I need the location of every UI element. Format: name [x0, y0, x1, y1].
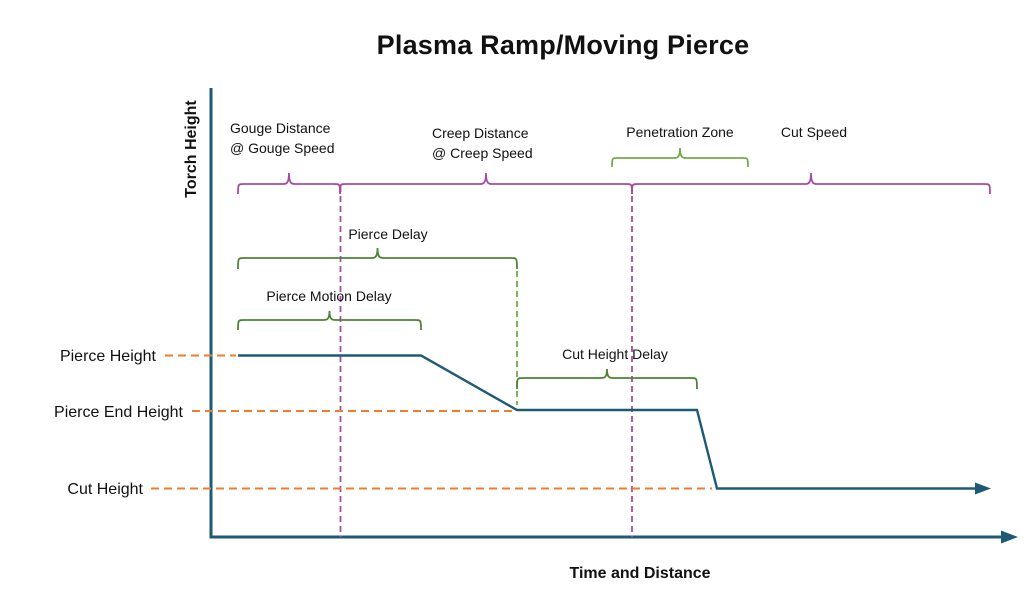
x-axis-arrowhead: [1001, 530, 1018, 544]
diagram-title: Plasma Ramp/Moving Pierce: [377, 30, 750, 60]
x-axis-label: Time and Distance: [569, 565, 710, 582]
cut-speed-label: Cut Speed: [781, 124, 847, 140]
pierce-end-height-label: Pierce End Height: [54, 404, 184, 421]
gouge-distance-brace: [237, 172, 341, 195]
creep-distance-brace: [339, 172, 633, 195]
profile-curve-arrowhead: [975, 482, 991, 495]
pierce-delay-brace: [237, 247, 518, 270]
cut-speed-brace: [631, 172, 991, 195]
pierce-motion-delay-brace: [237, 310, 422, 331]
gouge-distance-label-line2: @ Gouge Speed: [230, 140, 335, 156]
creep-distance-label-line1: Creep Distance: [432, 125, 529, 141]
torch-height-profile-curve: [238, 354, 978, 490]
cut-height-label: Cut Height: [67, 481, 143, 498]
cut-height-delay-brace: [516, 368, 698, 390]
y-axis-label: Torch Height: [183, 100, 200, 198]
pierce-delay-label: Pierce Delay: [348, 226, 427, 242]
cut-height-delay-label: Cut Height Delay: [562, 346, 668, 362]
penetration-zone-label: Penetration Zone: [626, 124, 734, 140]
creep-distance-label-line2: @ Creep Speed: [432, 145, 533, 161]
penetration-zone-brace: [611, 147, 749, 168]
gouge-distance-label-line1: Gouge Distance: [230, 120, 331, 136]
pierce-motion-delay-label: Pierce Motion Delay: [266, 288, 391, 304]
pierce-height-label: Pierce Height: [60, 348, 157, 365]
